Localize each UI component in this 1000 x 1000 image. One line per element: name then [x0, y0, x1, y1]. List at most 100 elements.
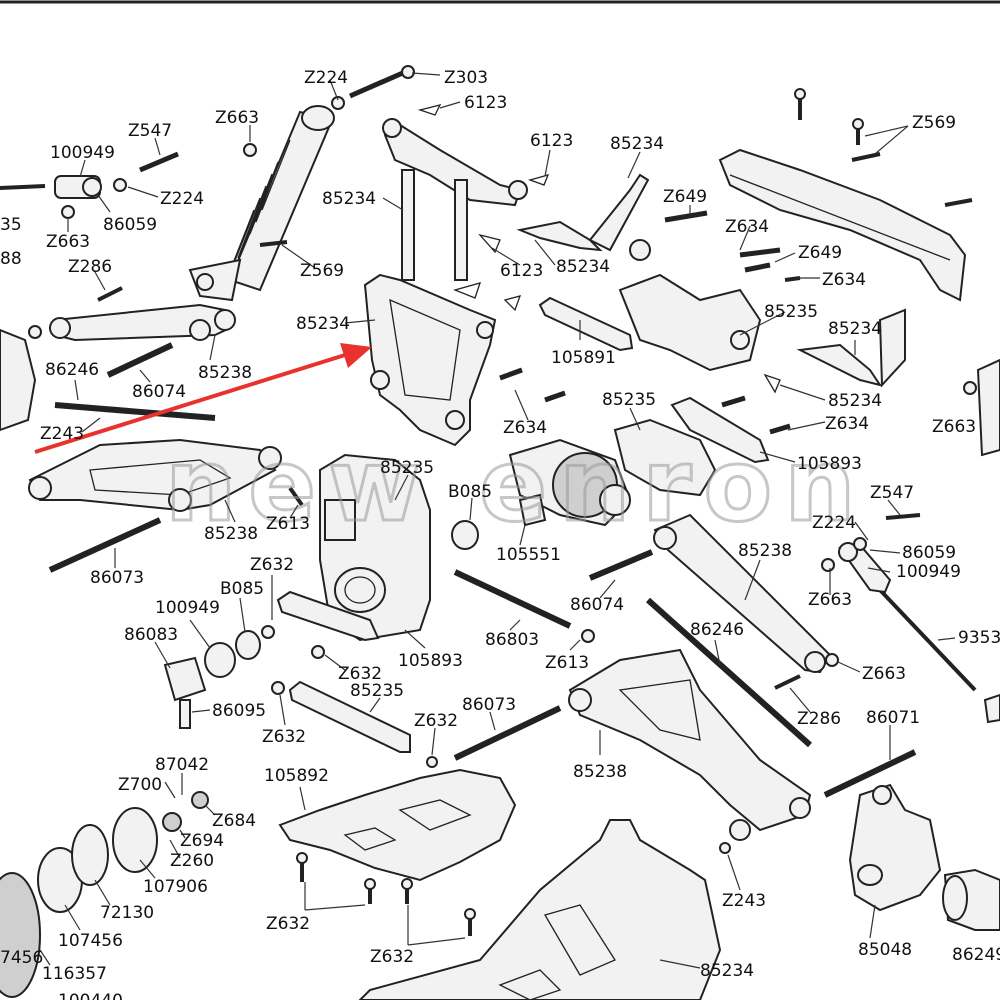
- label-z224: Z224: [160, 189, 204, 209]
- part-labels: Z224 Z303 6123 Z663 Z547 100949 Z224 860…: [0, 68, 1000, 1000]
- label-z632: Z632: [338, 664, 382, 684]
- outdrive-left: [163, 630, 261, 729]
- right-shock-partial: [976, 358, 1000, 724]
- label-86246: 86246: [45, 360, 99, 380]
- label-z613: Z613: [545, 653, 589, 673]
- body-link-right: [516, 173, 906, 388]
- label-z243: Z243: [722, 891, 766, 911]
- label-85234: 85234: [700, 961, 754, 981]
- label-100440: 100440: [58, 991, 123, 1000]
- bearing-right: [942, 868, 1000, 931]
- label-z663: Z663: [862, 664, 906, 684]
- label-z286: Z286: [68, 257, 112, 277]
- label-85234: 85234: [322, 189, 376, 209]
- label-z243: Z243: [40, 424, 84, 444]
- parts-layer: [0, 65, 1000, 1000]
- label-85238: 85238: [198, 363, 252, 383]
- label-z649: Z649: [663, 187, 707, 207]
- shock-absorber: [188, 105, 335, 302]
- label-z663: Z663: [808, 590, 852, 610]
- label-86249: 86249: [952, 945, 1000, 965]
- rod-end-left: [54, 151, 179, 199]
- watermark-text: new enron: [165, 427, 867, 544]
- label-85234: 85234: [556, 257, 610, 277]
- label-z260: Z260: [170, 851, 214, 871]
- label-86071: 86071: [866, 708, 920, 728]
- rods-right: [453, 549, 977, 798]
- label-z632: Z632: [370, 947, 414, 967]
- label-z547: Z547: [128, 121, 172, 141]
- body-clips: [417, 104, 781, 394]
- label-105893: 105893: [398, 651, 463, 671]
- label-85048: 85048: [858, 940, 912, 960]
- body-post-mount: [382, 118, 528, 281]
- plate-105893-right: [670, 396, 770, 464]
- label-85238: 85238: [573, 762, 627, 782]
- label-85234: 85234: [296, 314, 350, 334]
- label-100949: 100949: [50, 143, 115, 163]
- label-z632: Z632: [414, 711, 458, 731]
- label-z694: Z694: [180, 831, 224, 851]
- label-86059: 86059: [103, 215, 157, 235]
- label-6123: 6123: [500, 261, 543, 281]
- label-86073: 86073: [462, 695, 516, 715]
- label-z224: Z224: [812, 513, 856, 533]
- label-85234: 85234: [610, 134, 664, 154]
- label-z632: Z632: [266, 914, 310, 934]
- label-9353: 9353: [958, 628, 1000, 648]
- label-6123: 6123: [530, 131, 573, 151]
- label-87042: 87042: [155, 755, 209, 775]
- label-z224: Z224: [304, 68, 348, 88]
- label-z649: Z649: [798, 243, 842, 263]
- label-85238: 85238: [204, 524, 258, 544]
- gearbox-housing-lower: [319, 453, 431, 642]
- label-z634: Z634: [725, 217, 769, 237]
- upper-arm-right: [653, 513, 832, 674]
- shock-screw: [331, 65, 415, 110]
- differential: [451, 438, 632, 550]
- label-z700: Z700: [118, 775, 162, 795]
- bulkhead-center: [613, 418, 717, 497]
- label-35: 35: [0, 215, 22, 235]
- slipper-plate: [37, 791, 209, 913]
- label-z303: Z303: [444, 68, 488, 88]
- knuckle-left-partial: [0, 328, 37, 432]
- lower-arm-right: [568, 648, 812, 841]
- rods-left: [0, 184, 216, 573]
- label-z613: Z613: [266, 514, 310, 534]
- label-z663: Z663: [932, 417, 976, 437]
- label-86246: 86246: [690, 620, 744, 640]
- label-z684: Z684: [212, 811, 256, 831]
- label-105551: 105551: [496, 545, 561, 565]
- skid-plate: [358, 819, 722, 1000]
- label-z663: Z663: [215, 108, 259, 128]
- label-86083: 86083: [124, 625, 178, 645]
- pointer-arrow-icon: [34, 343, 372, 454]
- label-z632: Z632: [262, 727, 306, 747]
- label-86059: 86059: [902, 543, 956, 563]
- label-105893: 105893: [797, 454, 862, 474]
- label-107906: 107906: [143, 877, 208, 897]
- plate-105893-left: [276, 590, 380, 642]
- upright-rear-right: [618, 239, 762, 372]
- knuckle-right: [848, 783, 942, 912]
- label-86074: 86074: [570, 595, 624, 615]
- label-z569: Z569: [300, 261, 344, 281]
- lower-arm-left: [28, 438, 282, 512]
- chassis-plate-105892: [278, 768, 517, 882]
- label-85234: 85234: [828, 391, 882, 411]
- label-105892: 105892: [264, 766, 329, 786]
- label-85235: 85235: [350, 681, 404, 701]
- upper-arm-left: [49, 303, 236, 342]
- label-85235: 85235: [764, 302, 818, 322]
- plate-105891: [538, 296, 634, 352]
- label-z634: Z634: [825, 414, 869, 434]
- label-z569: Z569: [912, 113, 956, 133]
- label-z663: Z663: [46, 232, 90, 252]
- label-86073: 86073: [90, 568, 144, 588]
- label-6123: 6123: [464, 93, 507, 113]
- label-b085: B085: [220, 579, 264, 599]
- label-b085: B085: [448, 482, 492, 502]
- label-z286: Z286: [797, 709, 841, 729]
- screws: [28, 88, 977, 936]
